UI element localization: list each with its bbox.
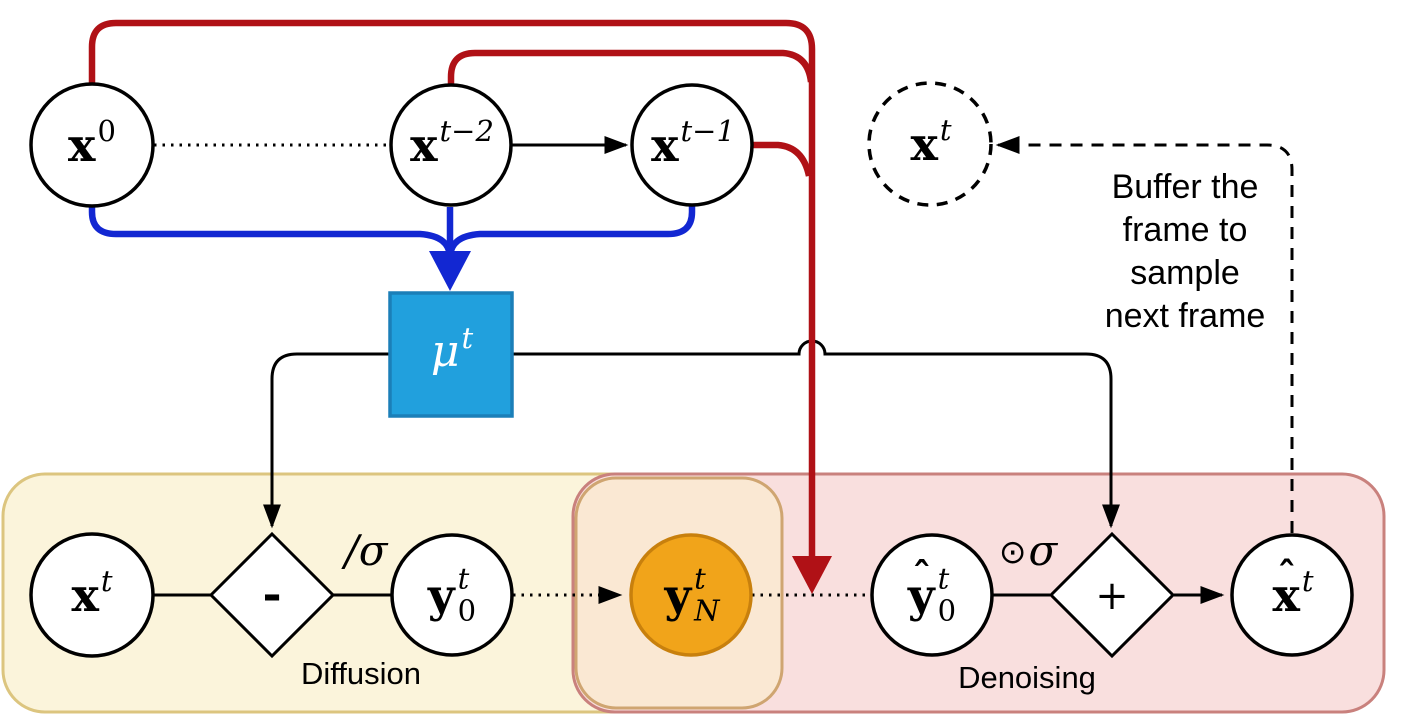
minus-diamond bbox=[208, 531, 336, 659]
edge-mu-to-plus bbox=[512, 339, 1120, 529]
node-xt-buffered-dashed-circle bbox=[867, 81, 993, 207]
mu-box bbox=[388, 291, 514, 418]
node-x0-circle bbox=[29, 82, 155, 208]
plus-diamond bbox=[1048, 531, 1176, 659]
node-xtm1-circle bbox=[630, 83, 754, 207]
node-yhat0-circle bbox=[870, 533, 994, 657]
red-path-x0 bbox=[88, 19, 816, 557]
node-yN-circle bbox=[629, 533, 753, 657]
blue-path-x0 bbox=[88, 206, 454, 259]
node-xhat-circle bbox=[1230, 533, 1354, 657]
red-path-xtm2 bbox=[447, 49, 815, 85]
blue-arrowhead bbox=[429, 251, 471, 291]
edge-mu-to-minus bbox=[263, 352, 390, 529]
red-conditioning-paths bbox=[88, 19, 816, 557]
node-y0-circle bbox=[390, 533, 514, 657]
node-xt-input-circle bbox=[29, 532, 155, 658]
edge-buffer-dashed-arrow bbox=[995, 136, 1294, 533]
red-arrowhead bbox=[792, 556, 832, 594]
node-xtm2-circle bbox=[389, 83, 513, 207]
blue-mean-paths bbox=[88, 206, 696, 259]
red-path-xtm1 bbox=[752, 141, 813, 177]
blue-path-xtm1 bbox=[446, 206, 696, 259]
